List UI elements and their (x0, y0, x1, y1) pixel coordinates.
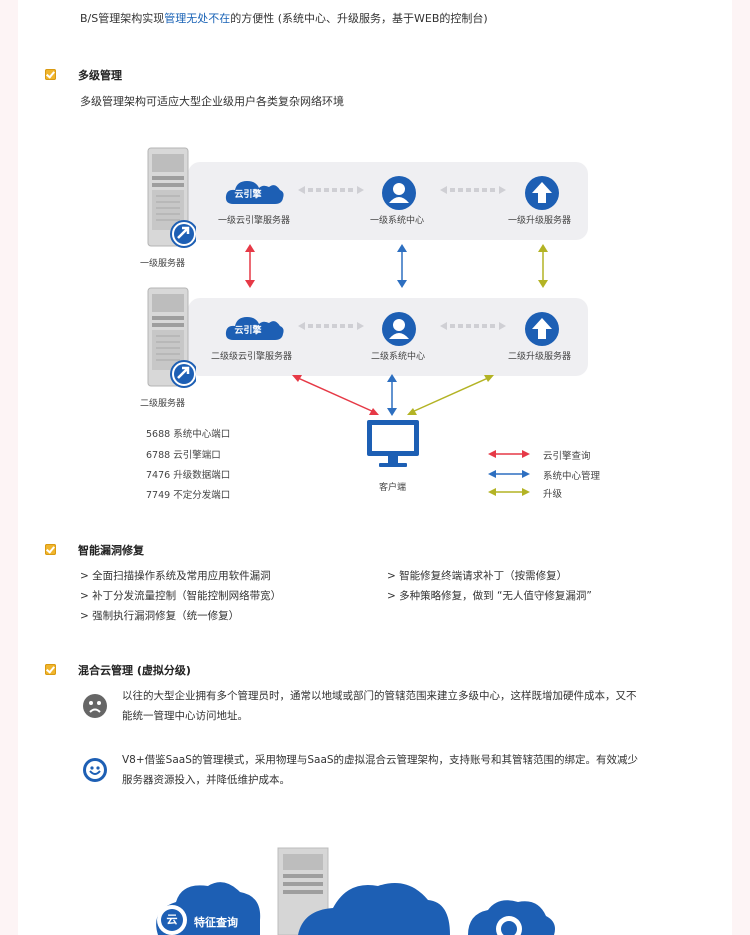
architecture-diagram: 一级服务器 二级服务器 云引擎 一级云引擎服务器 (18, 140, 732, 510)
port-item: 6788 云引擎端口 (146, 450, 221, 461)
intro-suffix: 的方便性 (系统中心、升级服务，基于WEB的控制台) (230, 12, 488, 25)
checkbox-icon (45, 664, 56, 675)
tier1-upgrade-label: 一级升级服务器 (508, 216, 572, 226)
hybrid-before-text: 以往的大型企业拥有多个管理员时，通常以地域或部门的管辖范围来建立多级中心，这样既… (122, 686, 712, 726)
intro-highlight: 管理无处不在 (164, 12, 231, 25)
port-item: 5688 系统中心端口 (146, 429, 231, 440)
checkbox-icon (45, 544, 56, 555)
tier2-cloud-badge: 云引擎 (234, 326, 262, 336)
tier1-server-label: 一级服务器 (140, 259, 186, 269)
legend-manage-arrow-icon (488, 470, 530, 478)
intro-prefix: B/S管理架构实现 (80, 12, 165, 25)
intro-line: B/S管理架构实现管理无处不在的方便性 (系统中心、升级服务，基于WEB的控制台… (80, 10, 488, 26)
section-desc-multi-level: 多级管理架构可适应大型企业级用户各类复杂网络环境 (80, 95, 344, 108)
server-icon (147, 147, 196, 248)
legend-query-arrow-icon (488, 450, 530, 458)
query-arrow-icon (245, 244, 255, 288)
patch-feature-item: > 智能修复终端请求补丁（按需修复） (387, 570, 568, 582)
dotted-link-icon (298, 322, 364, 330)
patch-feature-item: > 补丁分发流量控制（智能控制网络带宽） (80, 590, 282, 602)
upload-icon (525, 312, 559, 346)
hybrid-after-text: V8+借鉴SaaS的管理模式，采用物理与SaaS的虚拟混合云管理架构，支持账号和… (122, 750, 712, 790)
client-arrows-icon (292, 374, 494, 416)
tier1-system-label: 一级系统中心 (370, 216, 425, 226)
manage-arrow-icon (397, 244, 407, 288)
cloud-icon (225, 181, 284, 204)
cloud-icon (225, 317, 284, 340)
legend-upgrade-arrow-icon (488, 488, 530, 496)
section-title-hybrid: 混合云管理 (虚拟分级) (78, 664, 191, 677)
tier2-upgrade-label: 二级升级服务器 (508, 352, 572, 362)
section-title-multi-level: 多级管理 (78, 69, 122, 82)
legend-manage-label: 系统中心管理 (543, 471, 601, 482)
checkbox-icon (45, 69, 56, 80)
legend-upgrade-label: 升级 (543, 489, 563, 500)
content-page: B/S管理架构实现管理无处不在的方便性 (系统中心、升级服务，基于WEB的控制台… (18, 0, 732, 935)
hybrid-before-line: 以往的大型企业拥有多个管理员时，通常以地域或部门的管辖范围来建立多级中心，这样既… (122, 690, 637, 702)
user-icon (382, 312, 416, 346)
patch-feature-item: > 多种策略修复，做到 “无人值守修复漏洞” (387, 590, 592, 602)
upload-icon (525, 176, 559, 210)
hybrid-after-line: 服务器资源投入，并降低维护成本。 (122, 774, 290, 786)
cloud-badge-circle: 云 (157, 905, 187, 935)
port-item: 7749 不定分发端口 (146, 490, 231, 501)
tier2-server-label: 二级服务器 (140, 399, 186, 409)
feature-query-label: 特征查询 (194, 916, 238, 929)
dotted-link-icon (440, 186, 506, 194)
server-icon (147, 287, 196, 388)
hybrid-after-line: V8+借鉴SaaS的管理模式，采用物理与SaaS的虚拟混合云管理架构，支持账号和… (122, 754, 639, 766)
patch-feature-item: > 强制执行漏洞修复（统一修复） (80, 610, 240, 622)
dotted-link-icon (440, 322, 506, 330)
client-label: 客户端 (379, 483, 407, 493)
dotted-link-icon (298, 186, 364, 194)
cloud-badge-char: 云 (161, 909, 183, 931)
section-title-patch: 智能漏洞修复 (78, 544, 144, 557)
port-item: 7476 升级数据端口 (146, 470, 231, 481)
hybrid-before-line: 能统一管理中心访问地址。 (122, 710, 248, 722)
patch-feature-item: > 全面扫描操作系统及常用应用软件漏洞 (80, 570, 271, 582)
tier2-cloud-label: 二级级云引擎服务器 (211, 352, 293, 362)
tier2-system-label: 二级系统中心 (371, 352, 426, 362)
sad-face-icon (83, 694, 107, 718)
tier1-cloud-badge: 云引擎 (234, 190, 262, 200)
monitor-icon (367, 420, 419, 467)
legend-query-label: 云引擎查询 (543, 451, 591, 462)
happy-face-icon (83, 758, 107, 782)
user-icon (382, 176, 416, 210)
upgrade-arrow-icon (538, 244, 548, 288)
tier1-cloud-label: 一级云引擎服务器 (218, 216, 291, 226)
